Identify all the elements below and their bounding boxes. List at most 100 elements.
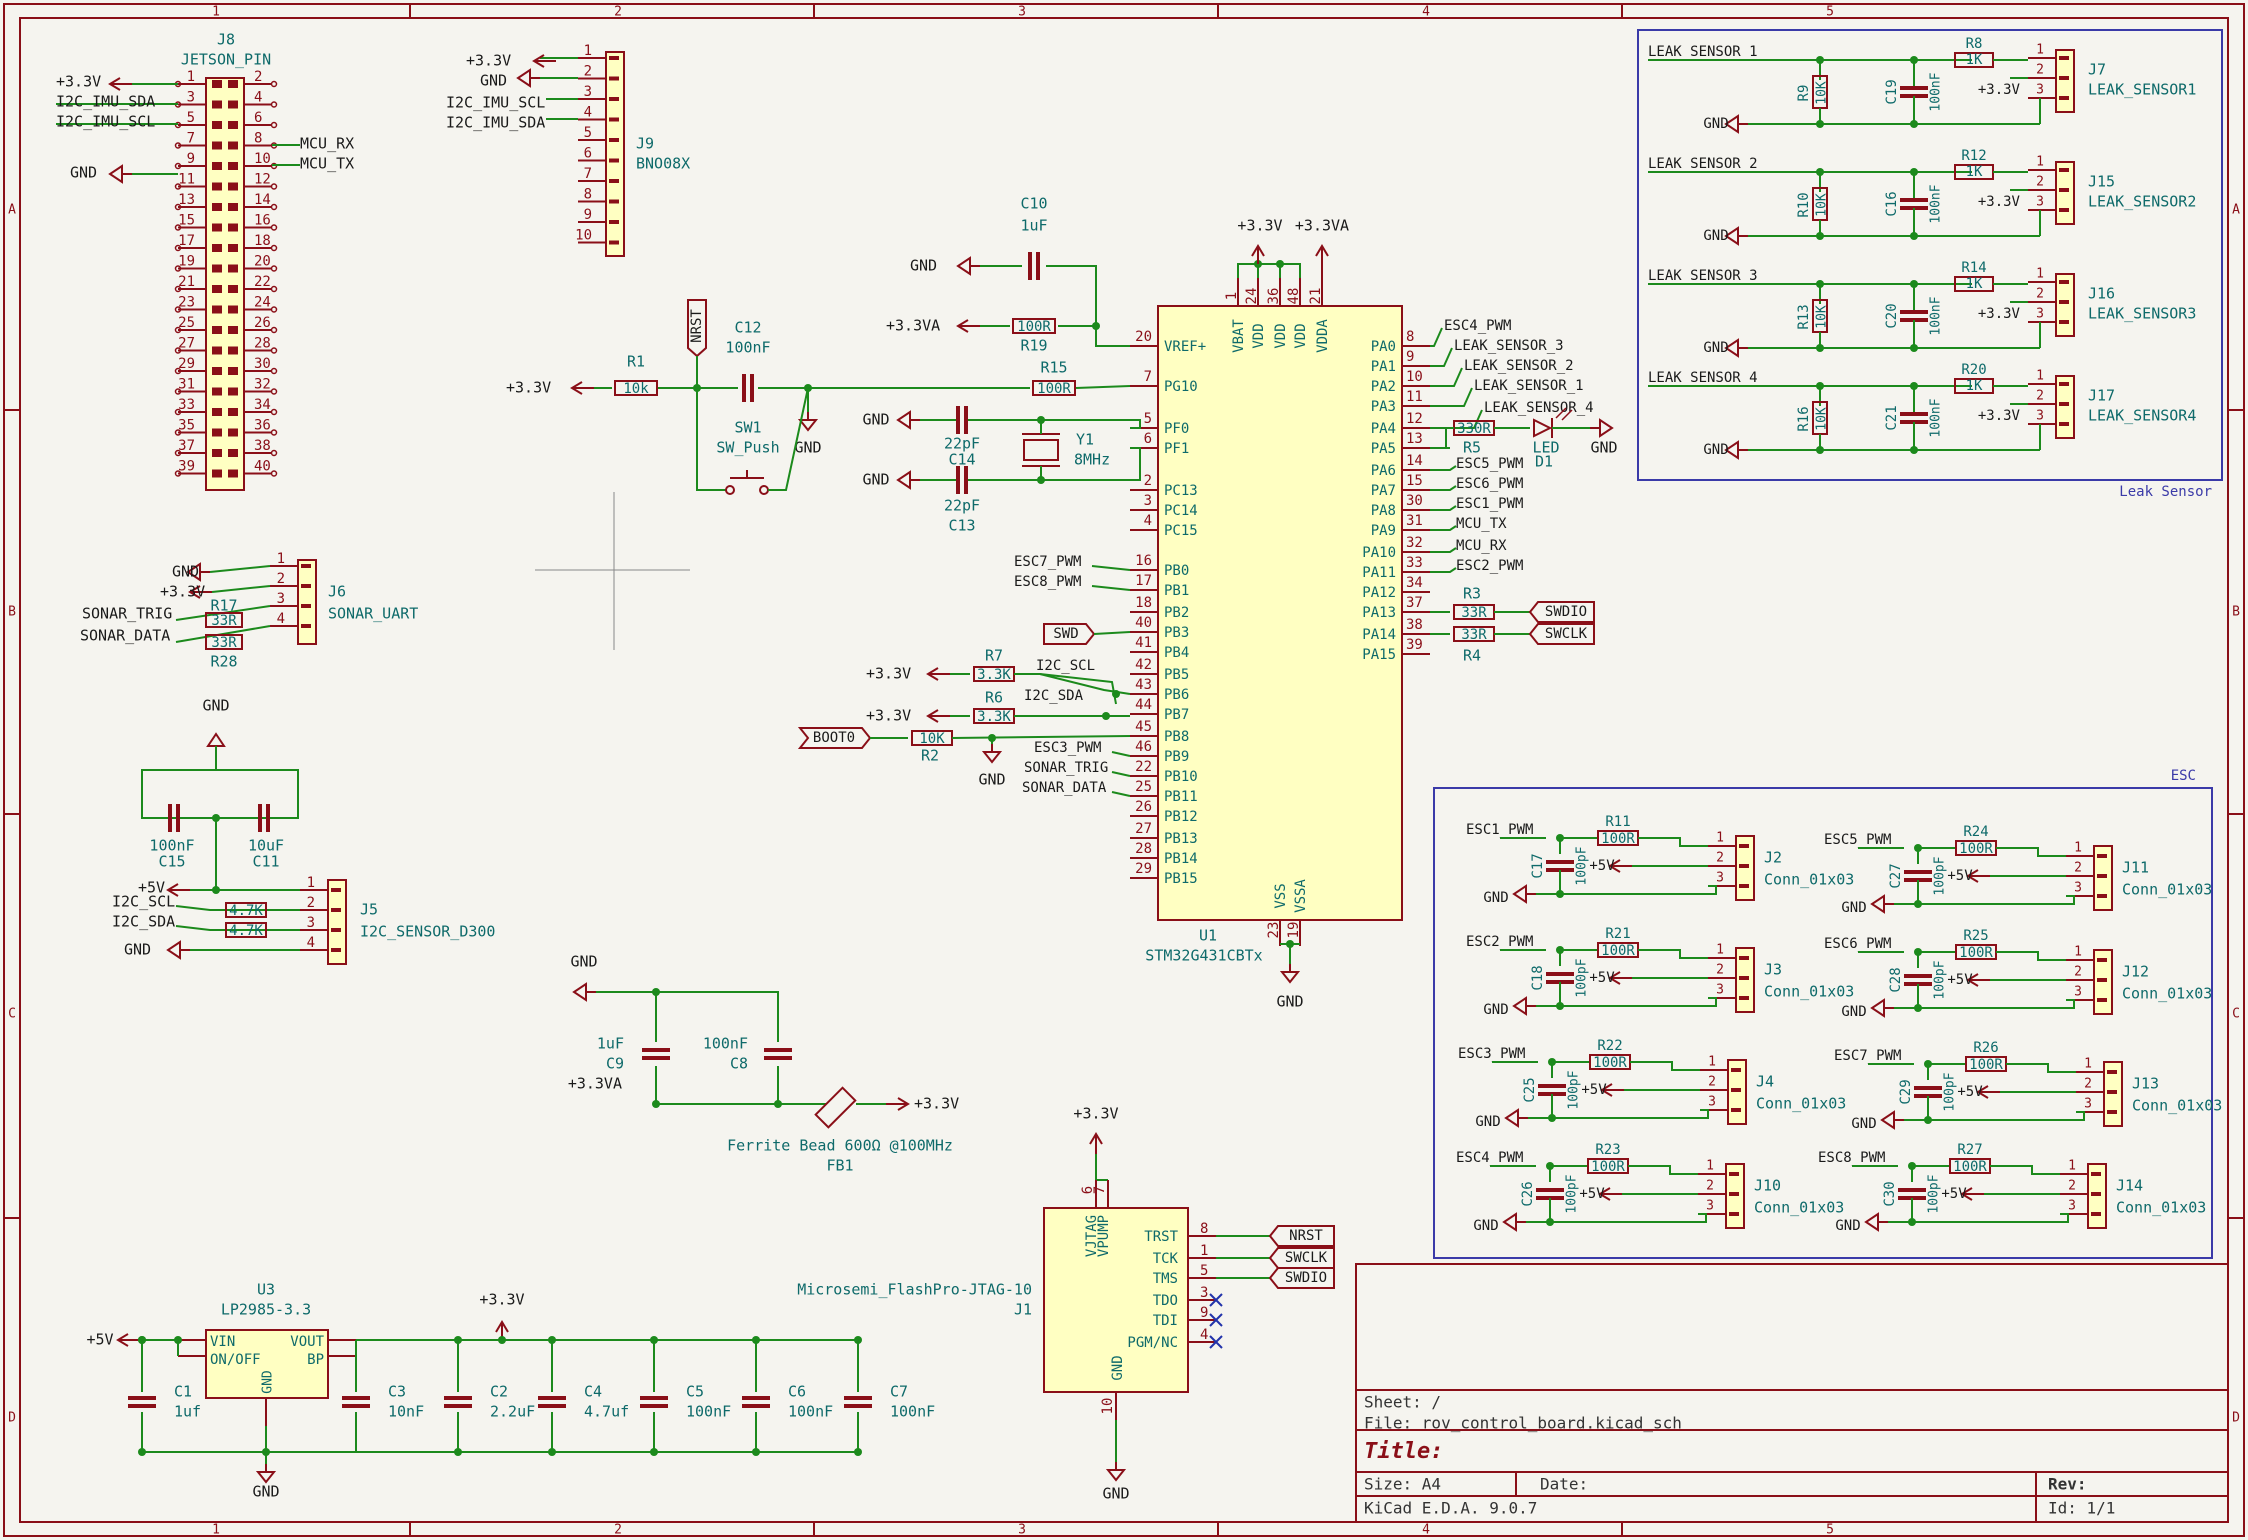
power-label: +3.3V [466, 52, 511, 70]
pin-name: TDO [1153, 1293, 1178, 1309]
pin-name: TMS [1153, 1271, 1178, 1287]
pin-name: PB15 [1164, 871, 1198, 887]
pin-number: 10 [1406, 369, 1423, 385]
pin-number: 38 [1406, 617, 1423, 633]
ref-label: C2 [490, 1383, 508, 1401]
pin-number: 9 [1200, 1305, 1208, 1321]
power-arrow-icon [532, 54, 556, 68]
resistor-icon [205, 612, 243, 628]
net-label: I2C_IMU_SDA [446, 114, 545, 132]
net-label: ESC2_PWM [1456, 558, 1523, 574]
pin-number: 18 [254, 233, 271, 249]
pin-number: 17 [178, 233, 195, 249]
net-label: SWCLK [1545, 626, 1588, 642]
value-label: 100R [1953, 1159, 1987, 1175]
value-label: 4.7uf [584, 1403, 629, 1421]
pin-number: 42 [1135, 657, 1152, 673]
net-label: ESC7_PWM [1014, 554, 1081, 570]
pin-number: 33 [178, 397, 195, 413]
value-label: 10K [1815, 81, 1830, 105]
value-label: 100nF [1929, 398, 1944, 437]
capacitor-icon [258, 804, 270, 832]
pin-name: PA5 [1371, 441, 1396, 457]
net-label: NRST [1289, 1228, 1323, 1244]
capacitor-icon [742, 1396, 770, 1408]
ref-label: C11 [252, 853, 279, 871]
power-label: GND [1703, 228, 1728, 244]
ref-label: R15 [1040, 359, 1067, 377]
pin-number: 3 [1708, 1095, 1716, 1110]
pin-number: 2 [2036, 389, 2044, 404]
capacitor-icon [444, 1396, 472, 1408]
pin-number: 25 [1135, 779, 1152, 795]
power-label: GND [1703, 442, 1728, 458]
pin-name: PC15 [1164, 523, 1198, 539]
part-label: LEAK_SENSOR1 [2088, 81, 2196, 99]
pin-number: 5 [584, 125, 592, 141]
power-label: +3.3V [866, 707, 911, 725]
pin-number: 1 [2036, 155, 2044, 170]
pin-name: PA4 [1371, 421, 1396, 437]
part-label: SONAR_UART [328, 605, 418, 623]
ref-label: R13 [1796, 304, 1812, 329]
pin-name: VDD [1293, 323, 1309, 348]
ref-label: C14 [948, 451, 975, 469]
power-arrow-icon [570, 381, 594, 395]
pin-number: 43 [1135, 677, 1152, 693]
net-label: MCU_TX [300, 155, 354, 173]
ref-label: J9 [636, 135, 654, 153]
pin-number: 45 [1135, 719, 1152, 735]
ground-icon [956, 256, 980, 276]
column-label: 2 [614, 1523, 622, 1538]
power-arrow-icon [926, 667, 950, 681]
net-label: LEAK_SENSOR_4 [1484, 400, 1594, 416]
part-label: Conn_01x03 [1754, 1199, 1844, 1217]
power-label: GND [70, 164, 97, 182]
ref-label: C1 [174, 1383, 192, 1401]
ref-label: C20 [1884, 303, 1900, 328]
ref-label: C5 [686, 1383, 704, 1401]
pin-number: 6 [254, 110, 262, 126]
capacitor-icon [1900, 412, 1928, 424]
pin-number: 31 [178, 377, 195, 393]
power-label: +5V [1589, 970, 1615, 986]
pin-name: PA9 [1371, 523, 1396, 539]
pin-name: PA11 [1362, 565, 1396, 581]
net-label: LEAK_SENSOR_3 [1648, 268, 1758, 284]
power-label: GND [252, 1483, 279, 1501]
file-name: File: rov_control_board.kicad_sch [1364, 1414, 1682, 1433]
ref-label: C6 [788, 1383, 806, 1401]
pin-number: 3 [2074, 881, 2082, 896]
group-title: Leak Sensor [2119, 484, 2212, 500]
ground-icon [108, 164, 132, 184]
net-label: ESC2_PWM [1466, 934, 1533, 950]
mcu-u1: U1STM32G431CBTx20VREF+7PG105PF06PF12PC13… [1014, 217, 1594, 1011]
ref-label: R9 [1796, 85, 1812, 102]
pin-number: 2 [1706, 1179, 1714, 1194]
capacitor-icon [1898, 1188, 1926, 1200]
pin-number: 1 [2074, 945, 2082, 960]
ground-icon [1724, 226, 1748, 246]
row-label: B [8, 605, 16, 620]
net-label: ESC4_PWM [1456, 1150, 1523, 1166]
power-label: +3.3V [506, 379, 551, 397]
pin-number: 20 [254, 254, 271, 270]
pin-number: 1 [2036, 369, 2044, 384]
power-arrow-icon [166, 883, 190, 897]
pin-number: 1 [1716, 943, 1724, 958]
value-label: 3.3K [977, 667, 1011, 683]
value-label: 100pF [1943, 1072, 1958, 1111]
pin-number: 1 [2068, 1159, 2076, 1174]
power-label: +3.3V [160, 583, 205, 601]
pin-name: PB6 [1164, 687, 1189, 703]
pin-number: 3 [187, 90, 195, 106]
ref-label: R10 [1796, 192, 1812, 217]
ground-icon [255, 1464, 277, 1484]
row-label: D [8, 1411, 16, 1426]
pin-number: 16 [1135, 553, 1152, 569]
